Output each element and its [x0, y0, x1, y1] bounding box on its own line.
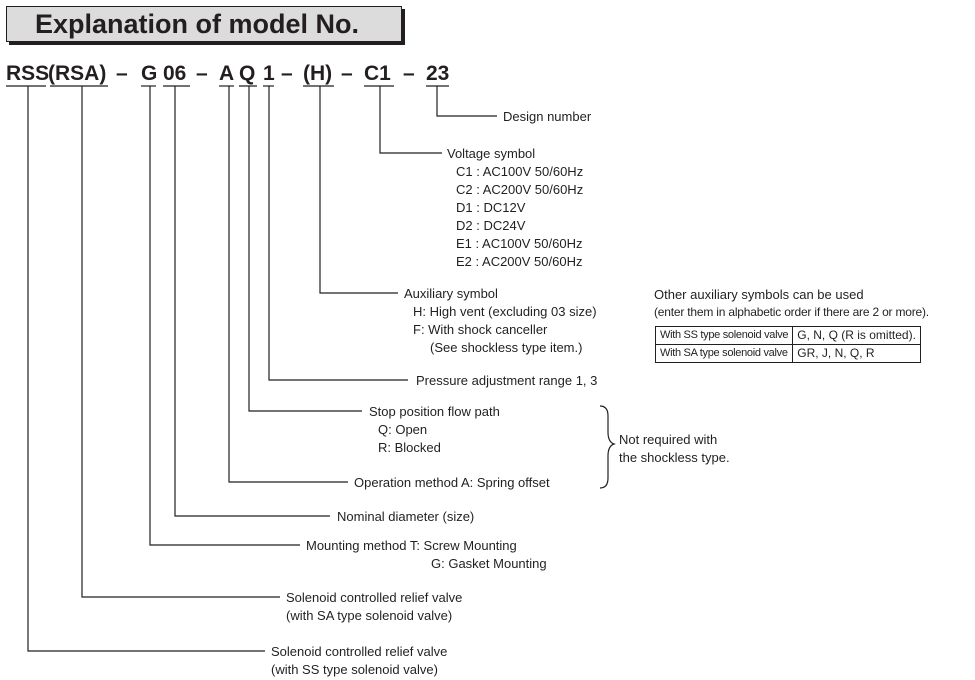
- code-06: 06: [163, 62, 187, 85]
- auxiliary-item: (See shockless type item.): [430, 340, 583, 355]
- table-row: With SA type solenoid valve GR, J, N, Q,…: [654, 344, 921, 363]
- code-dash: –: [116, 62, 128, 85]
- voltage-item: E1 : AC100V 50/60Hz: [456, 236, 583, 251]
- mounting-item: G: Gasket Mounting: [431, 556, 547, 571]
- aux-symbol-table: With SS type solenoid valve G, N, Q (R i…: [654, 326, 921, 363]
- code-q: Q: [239, 62, 256, 85]
- voltage-item: E2 : AC200V 50/60Hz: [456, 254, 583, 269]
- code-dash: –: [196, 62, 208, 85]
- title-banner: Explanation of model No.: [6, 6, 402, 42]
- page-title: Explanation of model No.: [35, 9, 360, 39]
- pressure-range-label: Pressure adjustment range 1, 3: [416, 373, 598, 388]
- voltage-item: C2 : AC200V 50/60Hz: [456, 182, 584, 197]
- table-row: With SS type solenoid valve G, N, Q (R i…: [654, 326, 921, 345]
- voltage-symbol-label: Voltage symbol: [447, 146, 536, 161]
- code-a: A: [219, 62, 235, 85]
- auxiliary-symbol-label: Auxiliary symbol: [404, 286, 498, 301]
- code-h: (H): [303, 62, 333, 85]
- code-g: G: [141, 62, 158, 85]
- code-rss: RSS: [6, 62, 50, 85]
- sa-valve-label: (with SA type solenoid valve): [286, 608, 453, 623]
- code-dash: –: [403, 62, 415, 85]
- brace-note: the shockless type.: [619, 450, 730, 465]
- table-cell: With SS type solenoid valve: [654, 326, 794, 345]
- table-cell: G, N, Q (R is omitted).: [792, 326, 921, 345]
- code-c1: C1: [364, 62, 391, 85]
- operation-method-label: Operation method A: Spring offset: [354, 475, 550, 490]
- auxiliary-item: H: High vent (excluding 03 size): [413, 304, 597, 319]
- brace-note: Not required with: [619, 432, 718, 447]
- code-dash: –: [341, 62, 353, 85]
- stop-position-item: R: Blocked: [378, 440, 441, 455]
- sa-valve-label: Solenoid controlled relief valve: [286, 590, 463, 605]
- stop-position-label: Stop position flow path: [369, 404, 500, 419]
- code-1: 1: [263, 62, 275, 85]
- code-rsa: (RSA): [48, 62, 107, 85]
- nominal-diameter-label: Nominal diameter (size): [337, 509, 475, 524]
- stop-position-item: Q: Open: [378, 422, 428, 437]
- ss-valve-label: Solenoid controlled relief valve: [271, 644, 448, 659]
- voltage-item: D2 : DC24V: [456, 218, 526, 233]
- code-23: 23: [426, 62, 450, 85]
- other-aux-note: Other auxiliary symbols can be used: [654, 287, 864, 302]
- other-aux-note: (enter them in alphabetic order if there…: [654, 305, 929, 319]
- table-cell: With SA type solenoid valve: [654, 344, 794, 363]
- voltage-item: D1 : DC12V: [456, 200, 526, 215]
- design-number-label: Design number: [503, 109, 592, 124]
- table-cell: GR, J, N, Q, R: [792, 344, 921, 363]
- code-dash: –: [281, 62, 293, 85]
- mounting-method-label: Mounting method T: Screw Mounting: [306, 538, 517, 553]
- ss-valve-label: (with SS type solenoid valve): [271, 662, 438, 677]
- voltage-item: C1 : AC100V 50/60Hz: [456, 164, 584, 179]
- auxiliary-item: F: With shock canceller: [413, 322, 548, 337]
